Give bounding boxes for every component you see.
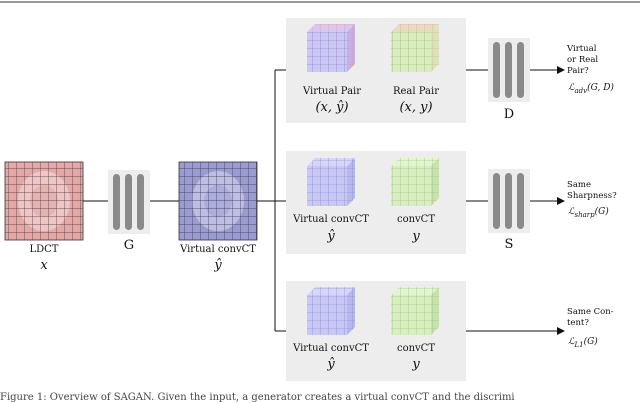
virtual-pair-symbol: (x, ŷ) — [315, 100, 349, 115]
generator-label: G — [123, 238, 135, 253]
virtual-convct-label: Virtual convCT — [180, 244, 256, 255]
branch-connectors — [257, 69, 286, 332]
ldct-label: LDCT — [29, 244, 59, 255]
ldct-symbol: x — [40, 258, 48, 273]
real-pair-symbol: (x, y) — [399, 100, 433, 115]
sharp-real-symbol: y — [412, 229, 420, 244]
content-real-symbol: y — [412, 357, 420, 372]
content-virtual-cube — [307, 287, 355, 335]
virtual-convct-image — [178, 161, 258, 241]
virtual-convct-symbol: ŷ — [214, 258, 222, 273]
content-virtual-label: Virtual convCT — [293, 343, 369, 354]
sharp-loss: ℒsharp(G) — [568, 207, 609, 219]
sharp-real-cube — [391, 158, 439, 206]
generator-network — [108, 170, 150, 234]
content-question: Same Con- tent? — [567, 307, 614, 328]
discriminator-network — [488, 38, 530, 102]
figure-caption: Figure 1: Overview of SAGAN. Given the i… — [0, 392, 515, 403]
sharp-real-label: convCT — [396, 214, 436, 225]
content-real-cube — [391, 287, 439, 335]
adv-question: Virtual or Real Pair? — [567, 44, 599, 76]
content-loss: ℒL1(G) — [568, 337, 598, 349]
sharp-virtual-symbol: ŷ — [327, 229, 335, 244]
virtual-pair-label: Virtual Pair — [302, 86, 362, 97]
ldct-image — [4, 161, 84, 241]
sharpness-network-label: S — [504, 237, 514, 252]
real-pair-cube — [391, 24, 439, 72]
content-virtual-symbol: ŷ — [327, 357, 335, 372]
sharp-question: Same Sharpness? — [567, 180, 617, 201]
sharpness-network — [488, 169, 530, 233]
real-pair-label: Real Pair — [392, 86, 439, 97]
sharp-virtual-label: Virtual convCT — [293, 214, 369, 225]
adv-loss: ℒadv(G, D) — [568, 83, 614, 95]
content-real-label: convCT — [396, 343, 436, 354]
virtual-pair-cube — [307, 24, 355, 72]
sharp-virtual-cube — [307, 158, 355, 206]
discriminator-label: D — [503, 107, 515, 122]
